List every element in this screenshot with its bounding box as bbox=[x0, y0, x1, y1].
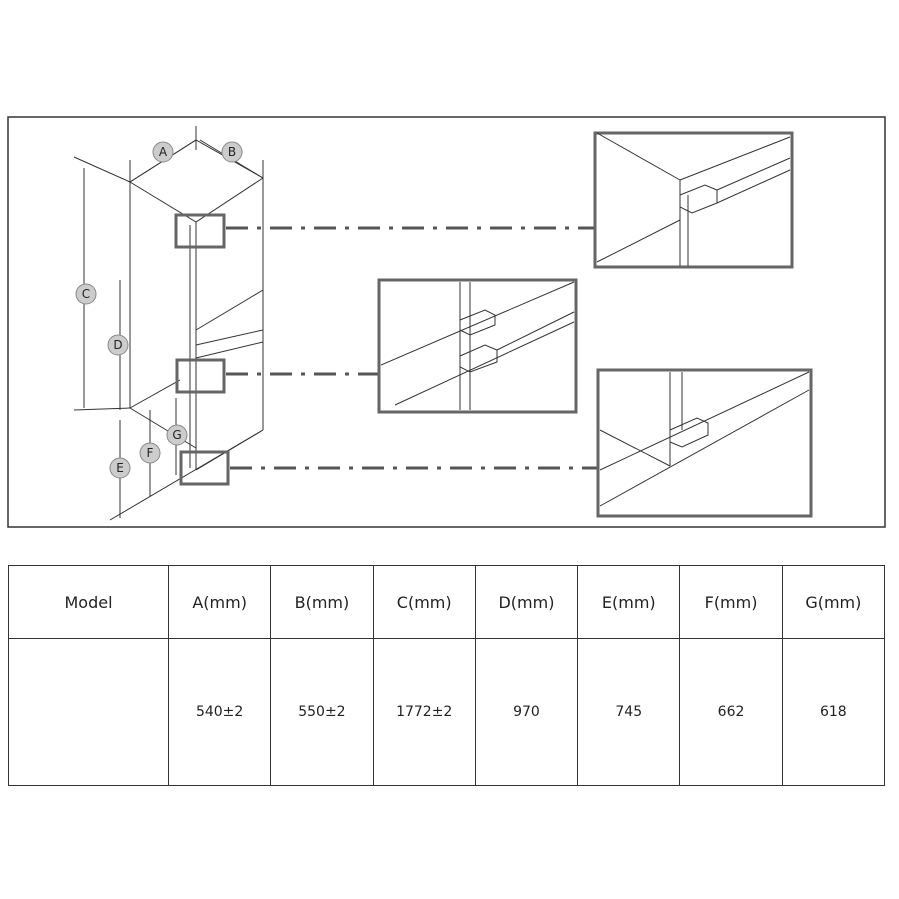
cell-c: 1772±2 bbox=[372, 638, 476, 786]
header-f: F(mm) bbox=[679, 565, 783, 639]
dim-label-g: G bbox=[166, 424, 188, 446]
dim-label-b: B bbox=[221, 141, 243, 163]
detail-view-bottom bbox=[596, 368, 813, 518]
dim-text-d: D bbox=[113, 338, 122, 352]
detail-view-top bbox=[593, 131, 794, 269]
table-row: 540±2 550±2 1772±2 970 745 662 618 bbox=[8, 638, 886, 786]
header-c: C(mm) bbox=[372, 565, 476, 639]
header-model: Model bbox=[8, 565, 169, 639]
dim-text-a: A bbox=[159, 145, 168, 159]
fridge-outline bbox=[73, 139, 264, 521]
cell-g: 618 bbox=[781, 638, 886, 786]
dim-label-c: C bbox=[75, 283, 97, 305]
header-e: E(mm) bbox=[577, 565, 681, 639]
cell-a: 540±2 bbox=[167, 638, 272, 786]
dim-text-e: E bbox=[116, 461, 124, 475]
header-g: G(mm) bbox=[781, 565, 886, 639]
cell-f: 662 bbox=[679, 638, 783, 786]
table-header-row: Model A(mm) B(mm) C(mm) D(mm) E(mm) F(mm… bbox=[8, 565, 886, 639]
hinge-highlights bbox=[174, 213, 230, 486]
diagram-frame bbox=[7, 116, 886, 528]
dimension-table: Model A(mm) B(mm) C(mm) D(mm) E(mm) F(mm… bbox=[8, 565, 886, 786]
cell-d: 970 bbox=[474, 638, 579, 786]
dim-text-c: C bbox=[82, 287, 90, 301]
dim-text-f: F bbox=[147, 446, 154, 460]
header-d: D(mm) bbox=[474, 565, 579, 639]
cell-b: 550±2 bbox=[270, 638, 374, 786]
dimension-arrows bbox=[83, 126, 264, 518]
dim-text-b: B bbox=[228, 145, 236, 159]
cell-model bbox=[8, 638, 169, 786]
dim-label-a: A bbox=[152, 141, 174, 163]
cell-e: 745 bbox=[577, 638, 681, 786]
dim-label-f: F bbox=[139, 442, 161, 464]
callout-connectors bbox=[226, 226, 598, 470]
header-b: B(mm) bbox=[270, 565, 374, 639]
dim-text-g: G bbox=[172, 428, 181, 442]
header-a: A(mm) bbox=[167, 565, 272, 639]
dim-label-d: D bbox=[107, 334, 129, 356]
detail-view-middle bbox=[377, 278, 578, 414]
installation-diagram: A B C D E F G bbox=[7, 116, 886, 528]
dim-label-e: E bbox=[109, 457, 131, 479]
